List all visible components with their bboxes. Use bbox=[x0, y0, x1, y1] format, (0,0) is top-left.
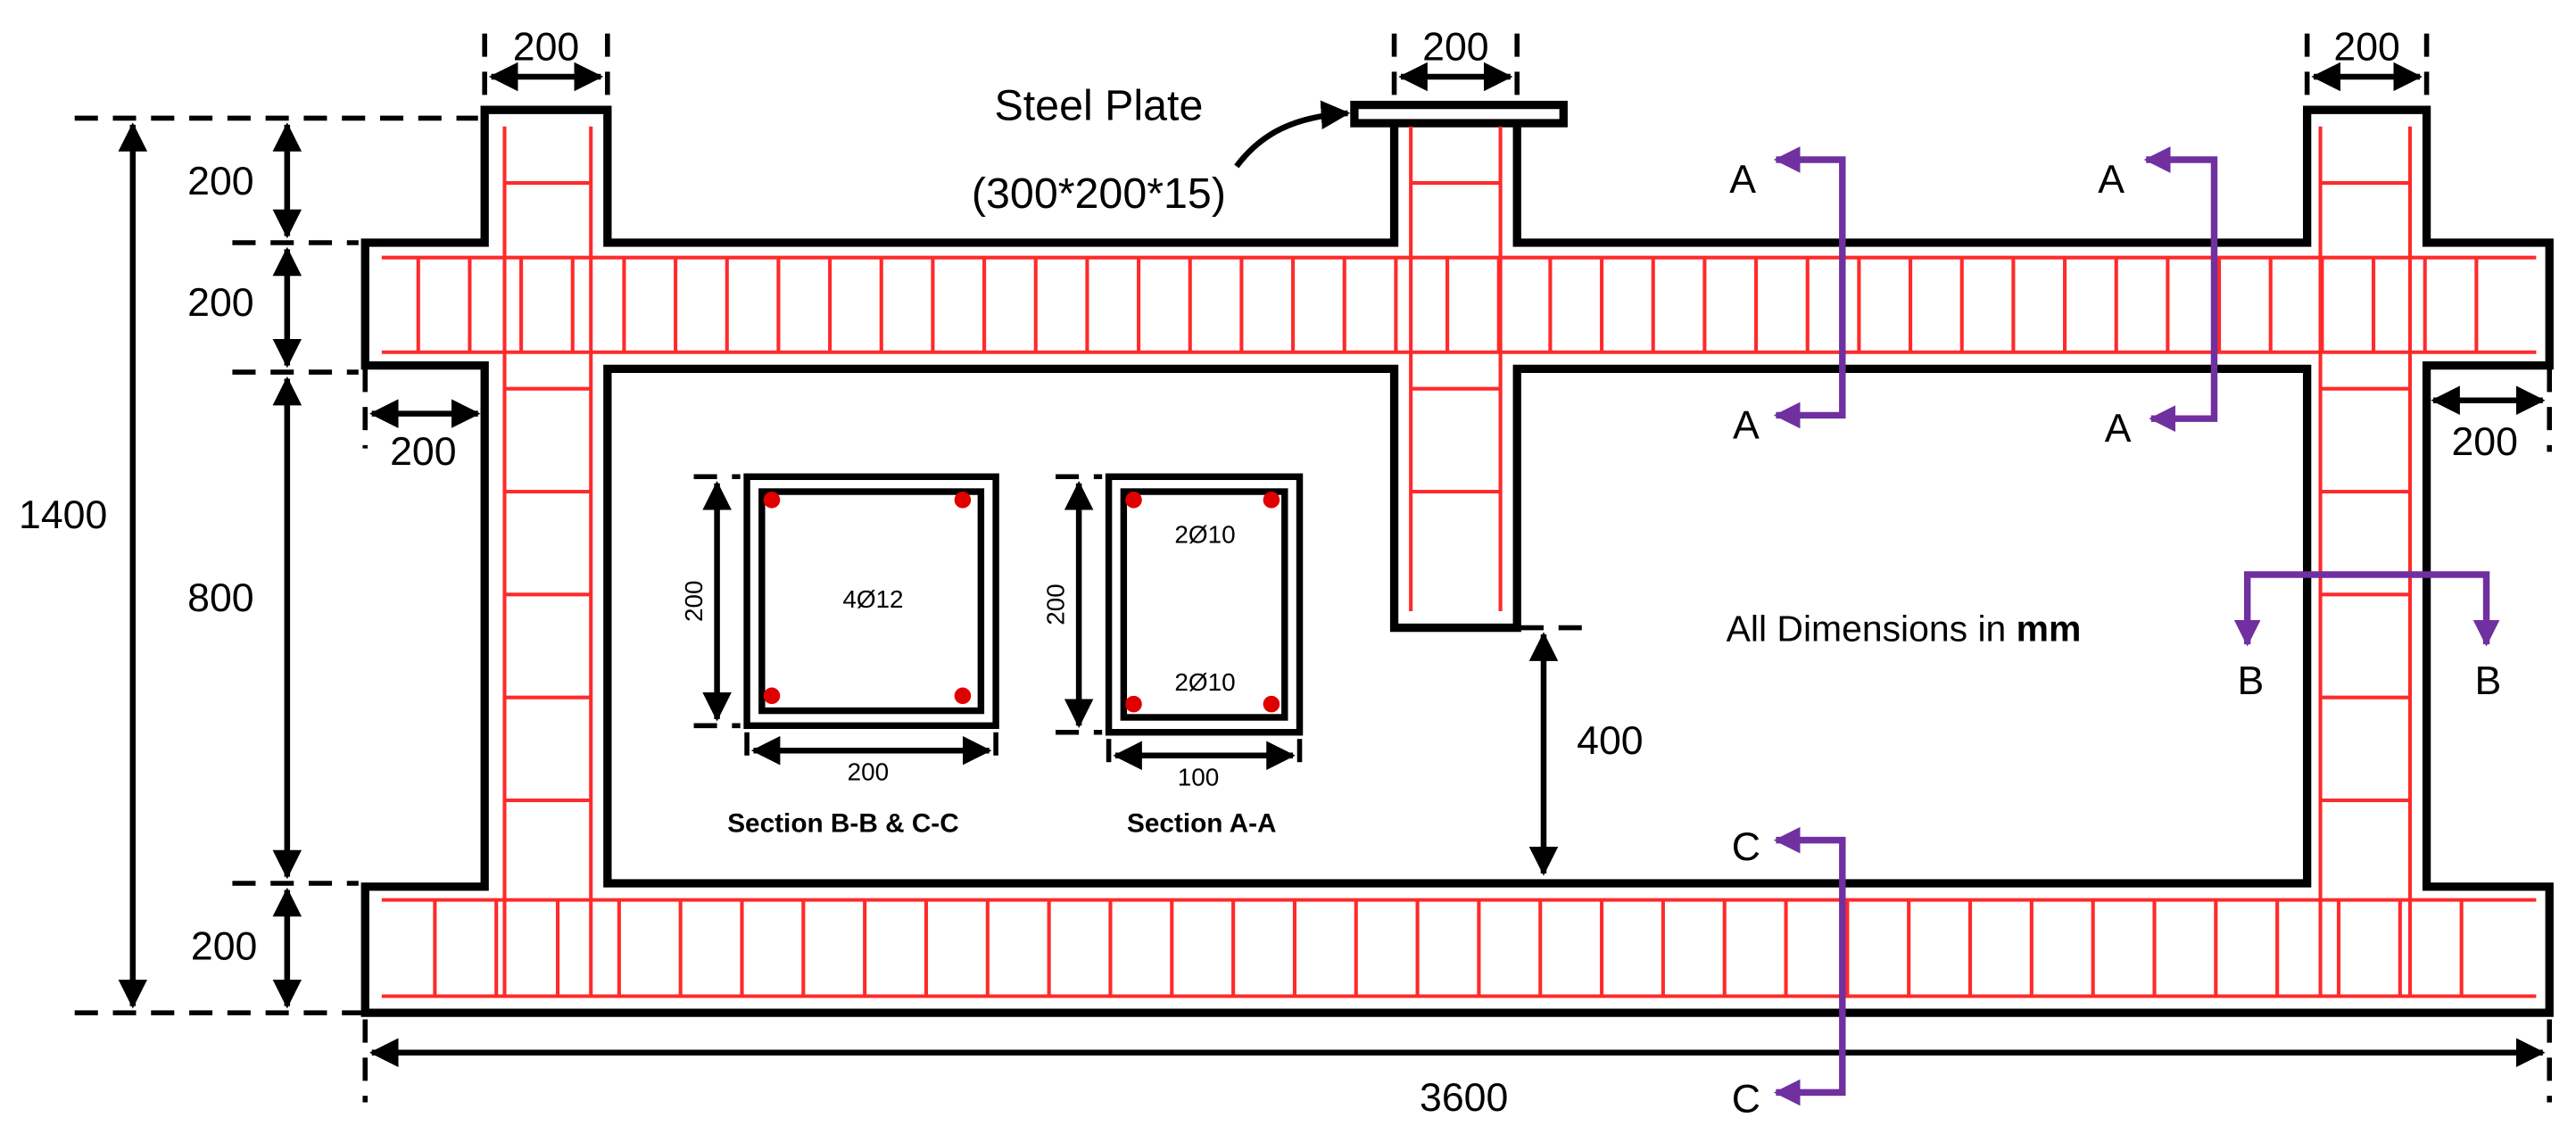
section-aa-bar bbox=[1263, 492, 1280, 509]
cut-c-line bbox=[1773, 826, 1846, 1106]
cut-b-line bbox=[2233, 571, 2500, 647]
gap-value: 400 bbox=[1577, 719, 1643, 763]
section-aa-caption: Section A-A bbox=[1127, 808, 1277, 838]
section-aa-width: 100 bbox=[1178, 763, 1220, 791]
overhang-dimensions: 200 200 bbox=[362, 368, 2553, 474]
dim-clear-height: 800 bbox=[187, 576, 253, 620]
cut-b-left-label: B bbox=[2238, 659, 2265, 703]
section-bc-detail: 4Ø12 200 200 Section B-B & C-C bbox=[680, 473, 999, 838]
gap-dimension: 400 bbox=[1520, 625, 1644, 876]
steel-plate-title: Steel Plate bbox=[994, 81, 1203, 129]
dimensions-note-unit: mm bbox=[2017, 608, 2082, 649]
section-bc-bar bbox=[763, 687, 781, 705]
section-bc-bar bbox=[954, 687, 972, 705]
section-aa-detail: 2Ø10 2Ø10 200 100 Section A-A bbox=[1041, 473, 1304, 838]
dim-bottom-beam: 200 bbox=[191, 925, 257, 969]
cut-a-right-top-label: A bbox=[2098, 158, 2125, 202]
cut-a-left-top-label: A bbox=[1729, 158, 1756, 202]
section-bc-width: 200 bbox=[848, 758, 890, 786]
dim-total-height: 1400 bbox=[19, 493, 107, 537]
cut-a-left-bottom-label: A bbox=[1733, 403, 1760, 447]
section-aa-bar bbox=[1263, 695, 1280, 713]
section-aa-top-bars: 2Ø10 bbox=[1174, 521, 1235, 549]
top-width-left: 200 bbox=[513, 25, 579, 69]
left-dimensions: 200 200 800 200 1400 bbox=[19, 115, 478, 1015]
section-aa-height: 200 bbox=[1041, 584, 1069, 625]
section-bc-bar bbox=[763, 492, 781, 509]
section-bc-stirrup bbox=[758, 488, 985, 715]
overhang-right: 200 bbox=[2451, 420, 2517, 464]
steel-plate bbox=[1350, 100, 1568, 128]
dimensions-note-prefix: All Dimensions in bbox=[1727, 608, 2017, 649]
cut-c-bottom-label: C bbox=[1732, 1078, 1760, 1122]
dimensions-note: All Dimensions in mm bbox=[1727, 608, 2082, 649]
steel-plate-leader bbox=[1234, 100, 1351, 169]
total-length: 3600 bbox=[1420, 1076, 1508, 1120]
section-aa-bottom-bars: 2Ø10 bbox=[1174, 668, 1235, 696]
section-aa-outer bbox=[1105, 473, 1304, 736]
section-aa-stirrup bbox=[1120, 488, 1288, 721]
section-aa-bar bbox=[1125, 695, 1142, 713]
dim-top-column: 200 bbox=[187, 160, 253, 203]
section-aa-bar bbox=[1125, 492, 1142, 509]
top-width-right: 200 bbox=[2333, 25, 2399, 69]
cut-b-right-label: B bbox=[2475, 659, 2502, 703]
section-cut-markers: A A A A B B C C bbox=[1729, 146, 2502, 1122]
section-bc-outer bbox=[743, 473, 999, 730]
cut-a-right-line bbox=[2143, 146, 2218, 433]
cut-a-right-bottom-label: A bbox=[2105, 407, 2132, 451]
top-width-middle: 200 bbox=[1422, 25, 1488, 69]
steel-plate-size: (300*200*15) bbox=[972, 170, 1226, 218]
cut-c-top-label: C bbox=[1732, 825, 1760, 869]
cut-a-left-line bbox=[1773, 146, 1846, 429]
section-bc-bar bbox=[954, 492, 972, 509]
top-beam-and-columns-outline bbox=[360, 105, 2554, 1017]
total-length-dimension: 3600 bbox=[362, 1019, 2553, 1120]
section-bc-height: 200 bbox=[680, 581, 708, 623]
frame-outline bbox=[360, 105, 2554, 1017]
top-width-dimensions: 200 200 200 bbox=[482, 25, 2430, 103]
dim-top-beam: 200 bbox=[187, 281, 253, 325]
inner-opening-outline bbox=[603, 364, 2312, 888]
section-bc-bars-label: 4Ø12 bbox=[842, 585, 903, 613]
reinforcement bbox=[381, 126, 2537, 998]
overhang-left: 200 bbox=[390, 430, 456, 474]
section-bc-caption: Section B-B & C-C bbox=[727, 808, 959, 838]
